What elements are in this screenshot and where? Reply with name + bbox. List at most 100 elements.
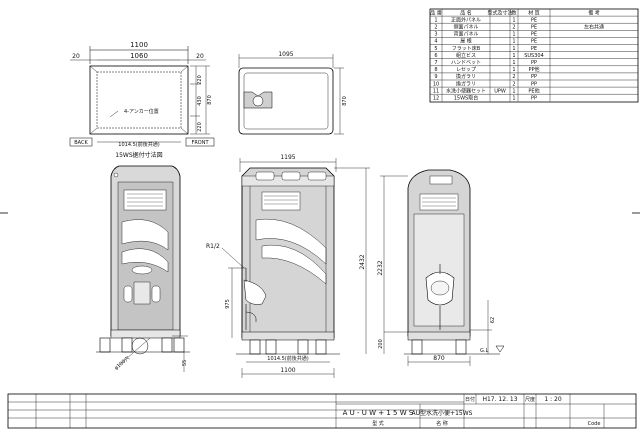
parts-header-cell: 型式及寸法: [487, 9, 512, 16]
parts-cell: 左右共通: [584, 24, 604, 31]
top-dim-depth: 870: [342, 96, 348, 106]
parts-cell: 8: [434, 67, 437, 73]
parts-cell: 9: [434, 74, 437, 80]
parts-header-cell: 材 質: [528, 9, 540, 16]
parts-cell: PP他: [528, 66, 539, 73]
parts-cell: PP: [531, 74, 537, 80]
front-dim-200: 200: [378, 339, 384, 349]
plan-dim-430: 430: [197, 96, 203, 106]
parts-cell: 水洗小便器セット: [446, 87, 486, 94]
plan-dim-870: 870: [207, 95, 213, 105]
parts-cell: 3: [434, 32, 437, 38]
title-sub-label-1: 型 式: [372, 420, 384, 427]
parts-cell: 1: [512, 17, 515, 23]
parts-cell: レセップ: [456, 67, 476, 73]
parts-header-cell: 品 番: [430, 9, 442, 16]
parts-cell: ハンドベット: [451, 60, 481, 66]
title-scale-label: 尺度: [525, 396, 535, 403]
parts-cell: 5: [434, 46, 437, 52]
plan-label-back: BACK: [74, 140, 88, 146]
back-view: φ100穴 55: [96, 165, 190, 372]
parts-cell: 2: [512, 74, 515, 80]
plan-dim-overall: 1100: [130, 41, 148, 49]
side-dim-2432: 2432: [359, 254, 366, 269]
parts-cell: 11: [433, 88, 439, 94]
plan-caption: 15WS据付寸法図: [115, 151, 162, 159]
parts-cell: 1: [512, 60, 515, 66]
parts-cell: PE: [531, 17, 537, 23]
parts-cell: 1: [512, 88, 515, 94]
side-base-width: 1014.5(前後共通): [267, 355, 308, 362]
title-sub-label-2: 名 称: [436, 420, 448, 427]
parts-cell: PE: [531, 25, 537, 31]
parts-cell: 正面外パネル: [451, 16, 481, 23]
parts-cell: 15WS取台: [454, 95, 478, 102]
parts-header-cell: 備 考: [588, 9, 600, 16]
parts-cell: 側面パネル: [453, 24, 478, 31]
plan-dim-220-bottom: 220: [197, 122, 203, 132]
back-hole-note: φ100穴: [113, 355, 131, 372]
front-dim-2232: 2232: [377, 260, 384, 275]
title-date-label: 日付: [465, 396, 475, 403]
side-dim-975: 975: [225, 299, 231, 309]
parts-cell: 1: [512, 53, 515, 59]
side-dim-width: 1195: [280, 154, 295, 161]
parts-cell: 1: [512, 39, 515, 45]
parts-cell: 1: [512, 67, 515, 73]
front-view: 870 2232 200 62 G.L: [377, 169, 505, 366]
title-model-code: A U - U W + 1 5 W S: [343, 409, 414, 417]
plan-dim-right-margin: 20: [196, 53, 204, 60]
parts-cell: 2: [434, 25, 437, 31]
plan-bolt-note: 4-アンカー位置: [124, 108, 159, 115]
top-view: 1095 870: [238, 51, 348, 135]
parts-cell: 換ガラリ: [456, 80, 476, 87]
plan-label-front: FRONT: [191, 140, 209, 146]
front-dim-62: 62: [490, 317, 496, 323]
parts-cell: フラット床B: [452, 45, 481, 52]
parts-cell: 換ガラリ: [456, 73, 476, 80]
parts-cell: 2: [512, 81, 515, 87]
title-code-label: Code: [588, 421, 601, 427]
parts-cell: 1: [512, 96, 515, 102]
parts-cell: 組立ビス: [456, 52, 476, 59]
plan-dim-left-margin: 20: [72, 53, 80, 60]
parts-cell: 屋 根: [460, 38, 472, 45]
parts-cell: PP: [531, 81, 537, 87]
front-dim-width: 870: [433, 355, 445, 362]
parts-header-cell: 品 名: [460, 9, 472, 16]
front-gl-label: G.L: [480, 348, 488, 354]
parts-cell: 1: [434, 17, 437, 23]
parts-cell: PE: [531, 32, 537, 38]
parts-cell: PE: [531, 46, 537, 52]
side-view: 1195 R1/2 975 1014.5(: [206, 154, 370, 378]
parts-cell: PE: [531, 39, 537, 45]
parts-cell: UPW: [494, 88, 506, 94]
side-total-width: 1100: [280, 367, 295, 374]
parts-header-cell: 数: [511, 9, 516, 16]
parts-cell: 10: [433, 81, 439, 87]
parts-cell: PE他: [528, 87, 539, 94]
parts-cell: PP: [531, 96, 537, 102]
parts-cell: 2: [512, 25, 515, 31]
top-dim-width: 1095: [278, 51, 293, 58]
parts-cell: 4: [434, 39, 437, 45]
plan-dim-220-top: 220: [197, 75, 203, 85]
plan-width-note: 1014.5(前後共通): [118, 141, 159, 148]
parts-cell: 7: [434, 60, 437, 66]
title-block: 日付 H17. 12. 13 尺度 1 : 20 A U - U W + 1 5…: [7, 393, 637, 429]
side-pipe-label: R1/2: [206, 243, 220, 250]
parts-cell: 1: [512, 46, 515, 52]
parts-cell: 6: [434, 53, 437, 59]
parts-cell: 12: [433, 96, 439, 102]
back-dim-55: 55: [182, 360, 188, 366]
parts-cell: 1: [512, 32, 515, 38]
plan-view: 1100 1060 20 20 4-アンカー位置 220 430 220 870…: [69, 41, 215, 159]
title-scale-value: 1 : 20: [544, 396, 561, 403]
title-model-name: AU型水洗小便+15WS: [412, 409, 473, 417]
parts-cell: PP: [531, 60, 537, 66]
parts-cell: SUS304: [524, 53, 544, 59]
plan-dim-inner: 1060: [130, 52, 148, 60]
title-date-value: H17. 12. 13: [482, 396, 517, 403]
